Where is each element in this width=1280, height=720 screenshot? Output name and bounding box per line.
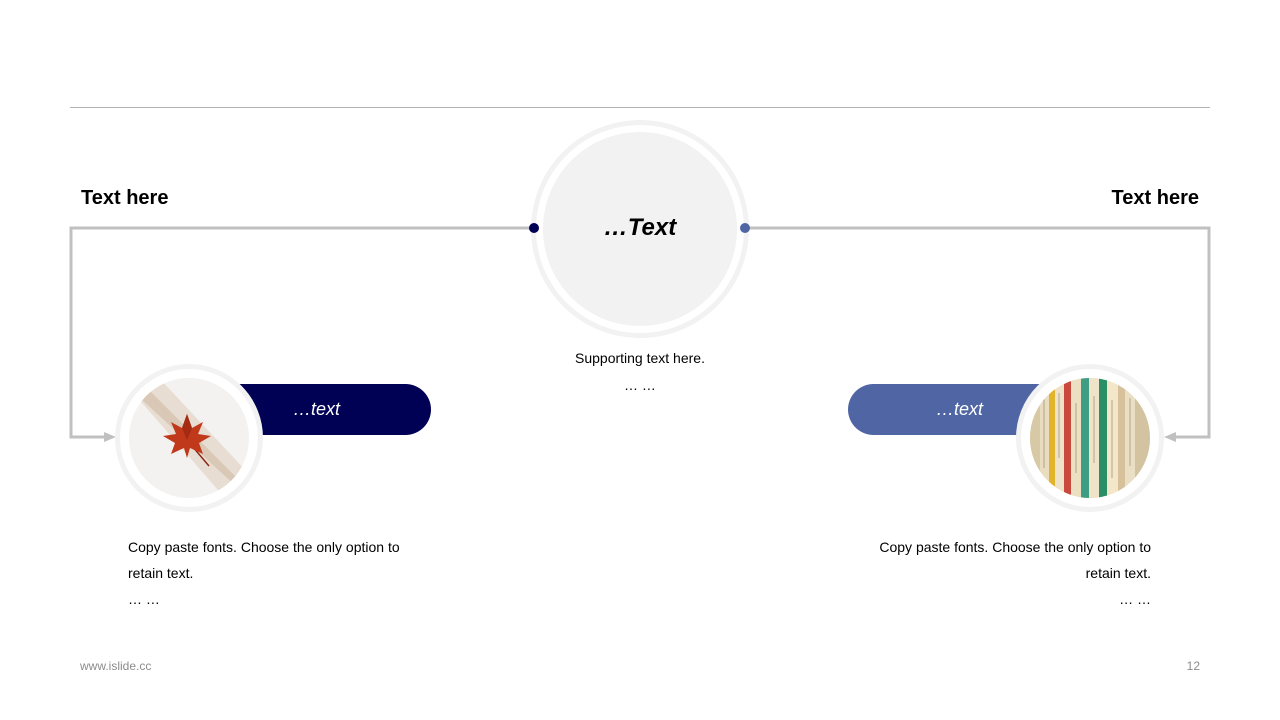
maple-leaf-photo [129,378,249,498]
left-body-ellipsis: … … [128,591,160,607]
left-heading: Text here [81,187,169,209]
page-number: 12 [1186,659,1200,673]
right-body-ellipsis: … … [1119,591,1151,607]
right-arrowhead [1164,432,1176,442]
center-title: …Text [603,214,677,241]
supporting-text: Supporting text here. [575,350,705,366]
right-pill-label: …text [936,399,984,419]
maple-leaf-icon [163,414,211,467]
right-photo-frame [1016,364,1164,512]
right-body-text: Copy paste fonts. Choose the only option… [879,539,1151,581]
footer-website[interactable]: www.islide.cc [80,659,152,673]
top-divider [70,107,1210,108]
center-circle [543,132,737,326]
right-heading: Text here [1111,187,1199,209]
books-photo [1030,378,1150,498]
left-body-text: Copy paste fonts. Choose the only option… [128,539,400,581]
supporting-ellipsis: … … [624,377,656,393]
left-photo-frame [115,364,263,512]
left-pill-label: …text [293,399,341,419]
